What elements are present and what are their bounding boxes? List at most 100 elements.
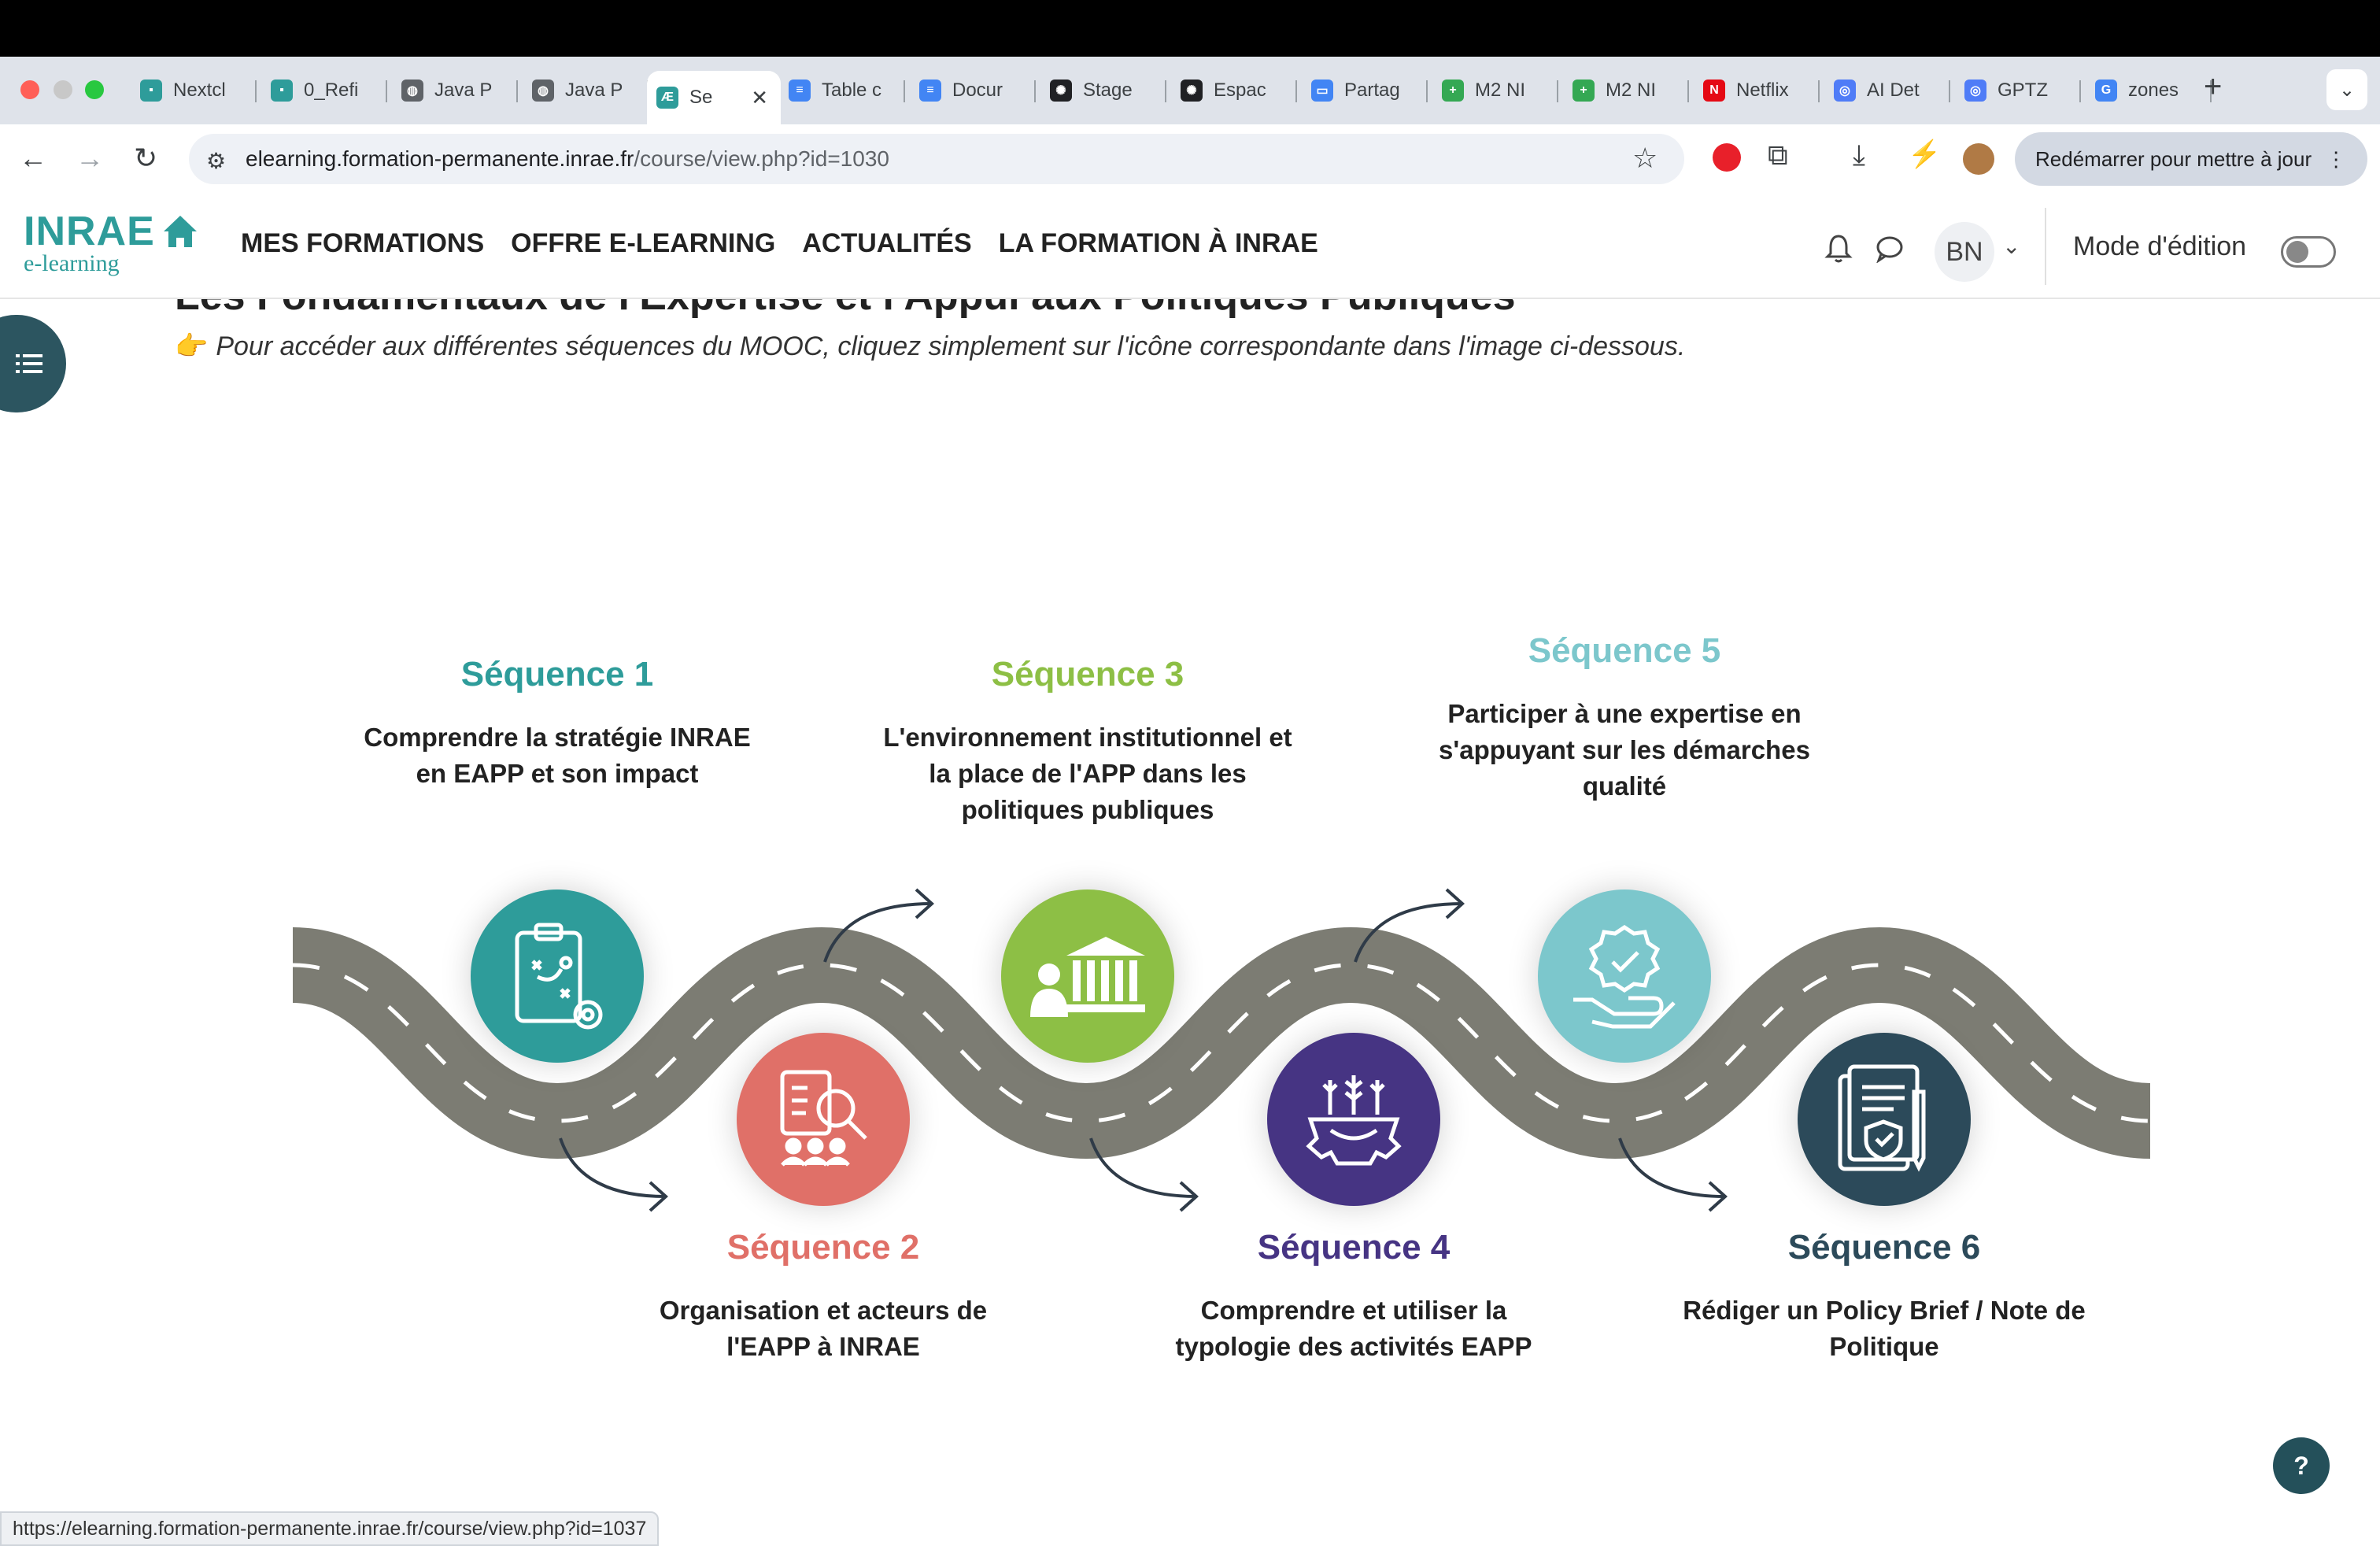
sequence-2-button[interactable]	[737, 1033, 910, 1206]
tab-separator	[386, 80, 387, 102]
slides-icon: ▭	[1311, 80, 1333, 102]
browser-tab-9[interactable]: ✺ Espac	[1171, 71, 1297, 110]
main-navigation: MES FORMATIONS OFFRE E-LEARNING ACTUALIT…	[241, 228, 1318, 259]
home-icon[interactable]	[162, 214, 198, 253]
new-tab-button[interactable]: +	[2204, 69, 2223, 104]
page-body	[0, 194, 2380, 1546]
tab-separator	[516, 80, 518, 102]
sequence-6-button[interactable]	[1798, 1033, 1971, 1206]
nav-offre-elearning[interactable]: OFFRE E-LEARNING	[511, 228, 776, 258]
forward-arrow-icon[interactable]: →	[76, 142, 104, 174]
window-close-button[interactable]	[20, 80, 39, 99]
strategy-clipboard-icon	[506, 917, 608, 1035]
browser-tab-2[interactable]: ▪0_Refi	[261, 71, 387, 110]
back-arrow-icon[interactable]: ←	[19, 142, 47, 174]
notifications-bell-icon[interactable]	[1824, 233, 1853, 268]
help-button[interactable]: ?	[2273, 1437, 2330, 1494]
browser-tab-7[interactable]: ≡ Docur	[910, 71, 1036, 110]
window-minimize-button[interactable]	[54, 80, 72, 99]
sequence-2-description: Organisation et acteurs de l'EAPP à INRA…	[659, 1296, 988, 1361]
tab-label: zones	[2128, 80, 2179, 101]
openai-icon: ✺	[1050, 80, 1072, 102]
tab-separator	[1165, 80, 1166, 102]
sequence-1-button[interactable]	[471, 890, 644, 1063]
profile-avatar[interactable]	[1963, 143, 1994, 175]
inrae-logo[interactable]: INRAE	[24, 209, 155, 254]
instruction-text: 👉Pour accéder aux différentes séquences …	[175, 331, 1686, 361]
browser-tab-10[interactable]: ▭Partag	[1302, 71, 1428, 110]
sequence-6-title: Séquence 6	[1787, 1228, 1981, 1267]
logo-subtitle: e-learning	[24, 250, 120, 276]
window-zoom-button[interactable]	[85, 80, 104, 99]
sequence-3-button[interactable]	[1001, 890, 1174, 1063]
tab-label: Docur	[952, 80, 1003, 101]
gptzero-icon: ◎	[1964, 80, 1986, 102]
user-menu-avatar[interactable]: BN	[1935, 222, 1994, 282]
tab-label: Netflix	[1736, 80, 1789, 101]
tab-label: Java P	[565, 80, 623, 101]
tab-separator	[2210, 80, 2212, 102]
globe-icon: ◍	[401, 80, 423, 102]
tab-label: M2 NI	[1606, 80, 1657, 101]
tab-separator	[1687, 80, 1689, 102]
browser-tab-8[interactable]: ✺ Stage	[1040, 71, 1166, 110]
ae-favicon: Æ	[656, 87, 678, 109]
sequence-4-button[interactable]	[1267, 1033, 1440, 1206]
tab-label: Java P	[434, 80, 493, 101]
sequence-3-title: Séquence 3	[991, 655, 1184, 693]
browser-tab-14[interactable]: ◎AI Det	[1824, 71, 1950, 110]
google-icon: G	[2095, 80, 2117, 102]
address-bar[interactable]	[189, 134, 1684, 184]
adblock-extension-icon[interactable]	[1713, 143, 1741, 172]
tab-label: AI Det	[1867, 80, 1920, 101]
performance-icon[interactable]: ⚡	[1908, 139, 1942, 169]
extensions-puzzle-icon[interactable]: ⧉	[1768, 139, 1788, 171]
nav-mes-formations[interactable]: MES FORMATIONS	[241, 228, 485, 258]
tab-search-button[interactable]: ⌄	[2326, 69, 2367, 110]
tab-label: Espac	[1214, 80, 1266, 101]
address-bar-url[interactable]: elearning.formation-permanente.inrae.fr/…	[246, 146, 889, 171]
tab-separator	[1949, 80, 1950, 102]
browser-tab-3[interactable]: ◍ Java P	[392, 71, 518, 110]
sequence-3-description: L'environnement institutionnel et la pla…	[883, 723, 1292, 824]
sequence-5-description: Participer à une expertise en s'appuyant…	[1439, 699, 1810, 801]
sequence-5-title: Séquence 5	[1528, 631, 1721, 670]
browser-tab-6[interactable]: ≡ Table c	[779, 71, 905, 110]
browser-tab-11[interactable]: +M2 NI	[1432, 71, 1558, 110]
browser-tab-15[interactable]: ◎ GPTZ	[1955, 71, 2081, 110]
download-icon[interactable]: ⤓	[1853, 139, 1865, 171]
bookmark-star-icon[interactable]: ☆	[1632, 142, 1658, 174]
tab-label: Table c	[822, 80, 882, 101]
docs-icon: ≡	[919, 80, 941, 102]
sheets-icon: +	[1442, 80, 1464, 102]
tab-separator	[1295, 80, 1297, 102]
reload-icon[interactable]: ↻	[134, 142, 158, 174]
list-icon	[16, 354, 42, 373]
quality-badge-icon	[1565, 921, 1683, 1031]
tab-close-icon[interactable]: ✕	[751, 85, 768, 109]
sheets-icon: +	[1572, 80, 1595, 102]
sequence-5-button[interactable]	[1538, 890, 1711, 1063]
tab-label: Stage	[1083, 80, 1133, 101]
chevron-down-icon[interactable]: ⌄	[2002, 234, 2021, 258]
tab-label: GPTZ	[1998, 80, 2048, 101]
nav-actualites[interactable]: ACTUALITÉS	[802, 228, 972, 258]
more-menu-icon[interactable]: ⋮	[2326, 146, 2347, 171]
docs-icon: ≡	[789, 80, 811, 102]
nav-formation-inrae[interactable]: LA FORMATION À INRAE	[998, 228, 1318, 258]
restart-to-update-button[interactable]: Redémarrer pour mettre à jour⋮	[2015, 132, 2367, 186]
messages-chat-icon[interactable]	[1875, 235, 1905, 267]
tab-separator	[1818, 80, 1820, 102]
institution-icon	[1029, 929, 1147, 1023]
tab-separator	[255, 80, 257, 102]
inrae-favicon: ▪	[140, 80, 162, 102]
edit-mode-toggle[interactable]	[2281, 236, 2336, 268]
openai-icon: ✺	[1181, 80, 1203, 102]
browser-tab-12[interactable]: + M2 NI	[1563, 71, 1689, 110]
browser-tab-1[interactable]: ▪Nextcl	[131, 71, 257, 110]
site-settings-icon[interactable]: ⚙	[206, 149, 227, 173]
